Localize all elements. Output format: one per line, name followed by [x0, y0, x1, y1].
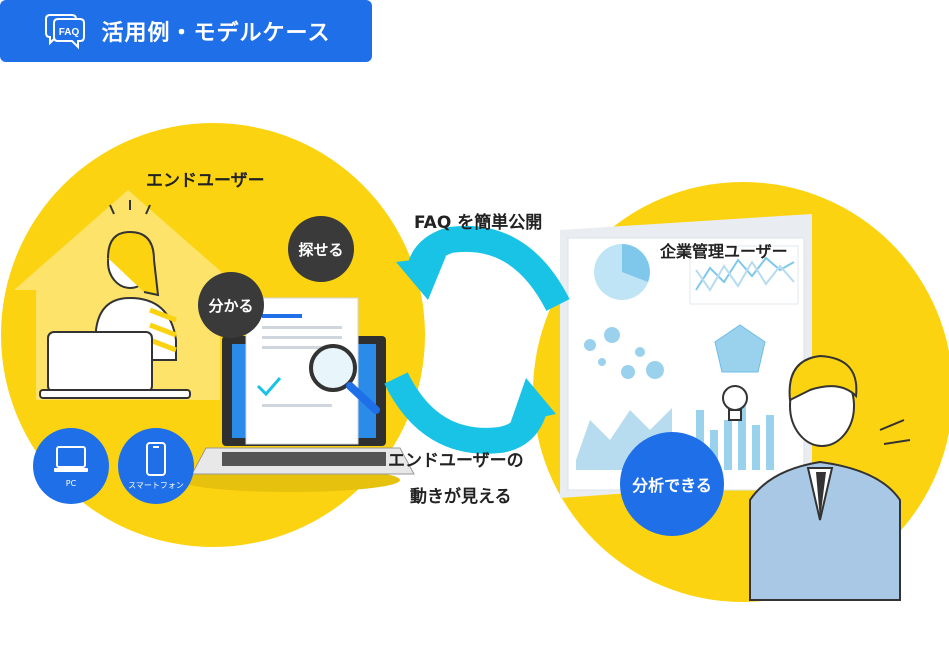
arrow-to-admin — [384, 372, 547, 454]
faq-icon-text: FAQ — [58, 27, 79, 38]
end-user-title: エンドユーザー — [146, 171, 265, 191]
faq-chat-icon: FAQ — [44, 14, 85, 50]
admin-user-title: 企業管理ユーザー — [660, 242, 788, 261]
bubble-understand-text: 分かる — [208, 296, 254, 315]
radar-chart-thumb — [714, 324, 766, 373]
arrow-to-end-user — [407, 225, 570, 312]
page-title: 活用例・モデルケース — [101, 21, 331, 46]
flow-top-label: FAQ を簡単公開 — [414, 213, 543, 233]
device-smartphone: スマートフォン — [118, 428, 194, 504]
main-laptop — [180, 297, 415, 492]
device-pc: PC — [33, 428, 109, 504]
lightbulb-icon — [722, 385, 748, 421]
man-figure — [749, 354, 911, 601]
pc-icon — [54, 445, 88, 472]
header-badge: FAQ 活用例・モデルケース — [0, 0, 372, 62]
line-chart-thumb — [689, 245, 799, 305]
bubble-search-text: 探せる — [298, 240, 344, 259]
flow-bottom-label-line1: エンドユーザーの — [388, 451, 524, 471]
bubble-analyze: 分析できる — [620, 432, 724, 536]
woman-laptop — [39, 331, 191, 399]
smartphone-icon — [146, 441, 166, 476]
flow-bottom-label-line2: 動きが見える — [410, 487, 512, 507]
device-smartphone-label: スマートフォン — [128, 480, 184, 490]
device-pc-label: PC — [65, 478, 77, 488]
bubble-analyze-text: 分析できる — [632, 476, 712, 495]
bubble-search: 探せる — [288, 216, 354, 282]
scatter-thumb — [584, 327, 664, 379]
bubble-understand: 分かる — [198, 272, 264, 338]
